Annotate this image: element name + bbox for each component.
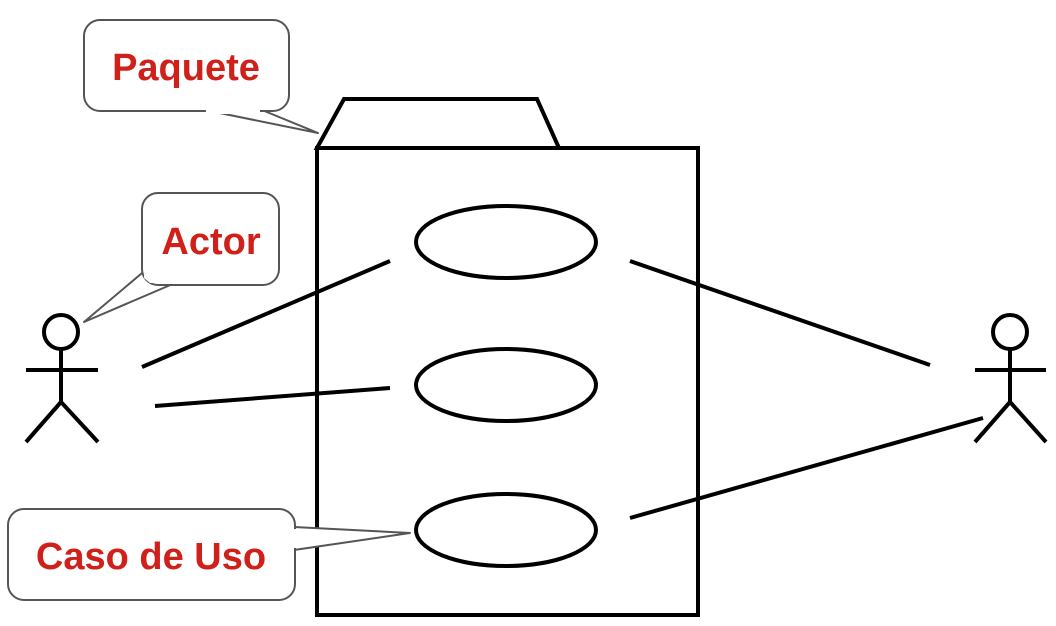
use-case-2 [414,347,598,423]
callout-use-case-pointer [293,526,411,551]
callout-package-box [83,19,290,112]
actor-left [24,313,100,444]
actor-right-leg-right [1008,400,1048,444]
callout-use-case-label: Caso de Uso [36,536,266,578]
callout-use-case: Caso de Uso [7,508,411,601]
callout-actor-label: Actor [161,221,260,263]
package-tab [313,97,563,150]
association-right-uc1 [629,259,931,367]
callout-package: Paquete [83,19,319,134]
callout-use-case-box [7,508,296,601]
actor-left-leg-left [24,400,63,444]
actor-right-head [991,313,1029,351]
association-left-uc1 [141,259,391,369]
use-case-1 [414,204,598,280]
association-right-uc3 [629,416,984,520]
callout-package-label: Paquete [112,47,260,89]
actor-left-leg-right [59,400,100,444]
callout-package-pointer [204,109,319,134]
associations [141,259,984,520]
callout-actor: Actor [83,192,280,323]
actor-right-leg-left [973,400,1012,444]
use-case-3 [414,492,598,568]
actor-left-head [42,313,80,351]
actor-right [973,313,1048,444]
association-left-uc2 [154,386,391,408]
callout-actor-box [141,192,280,286]
